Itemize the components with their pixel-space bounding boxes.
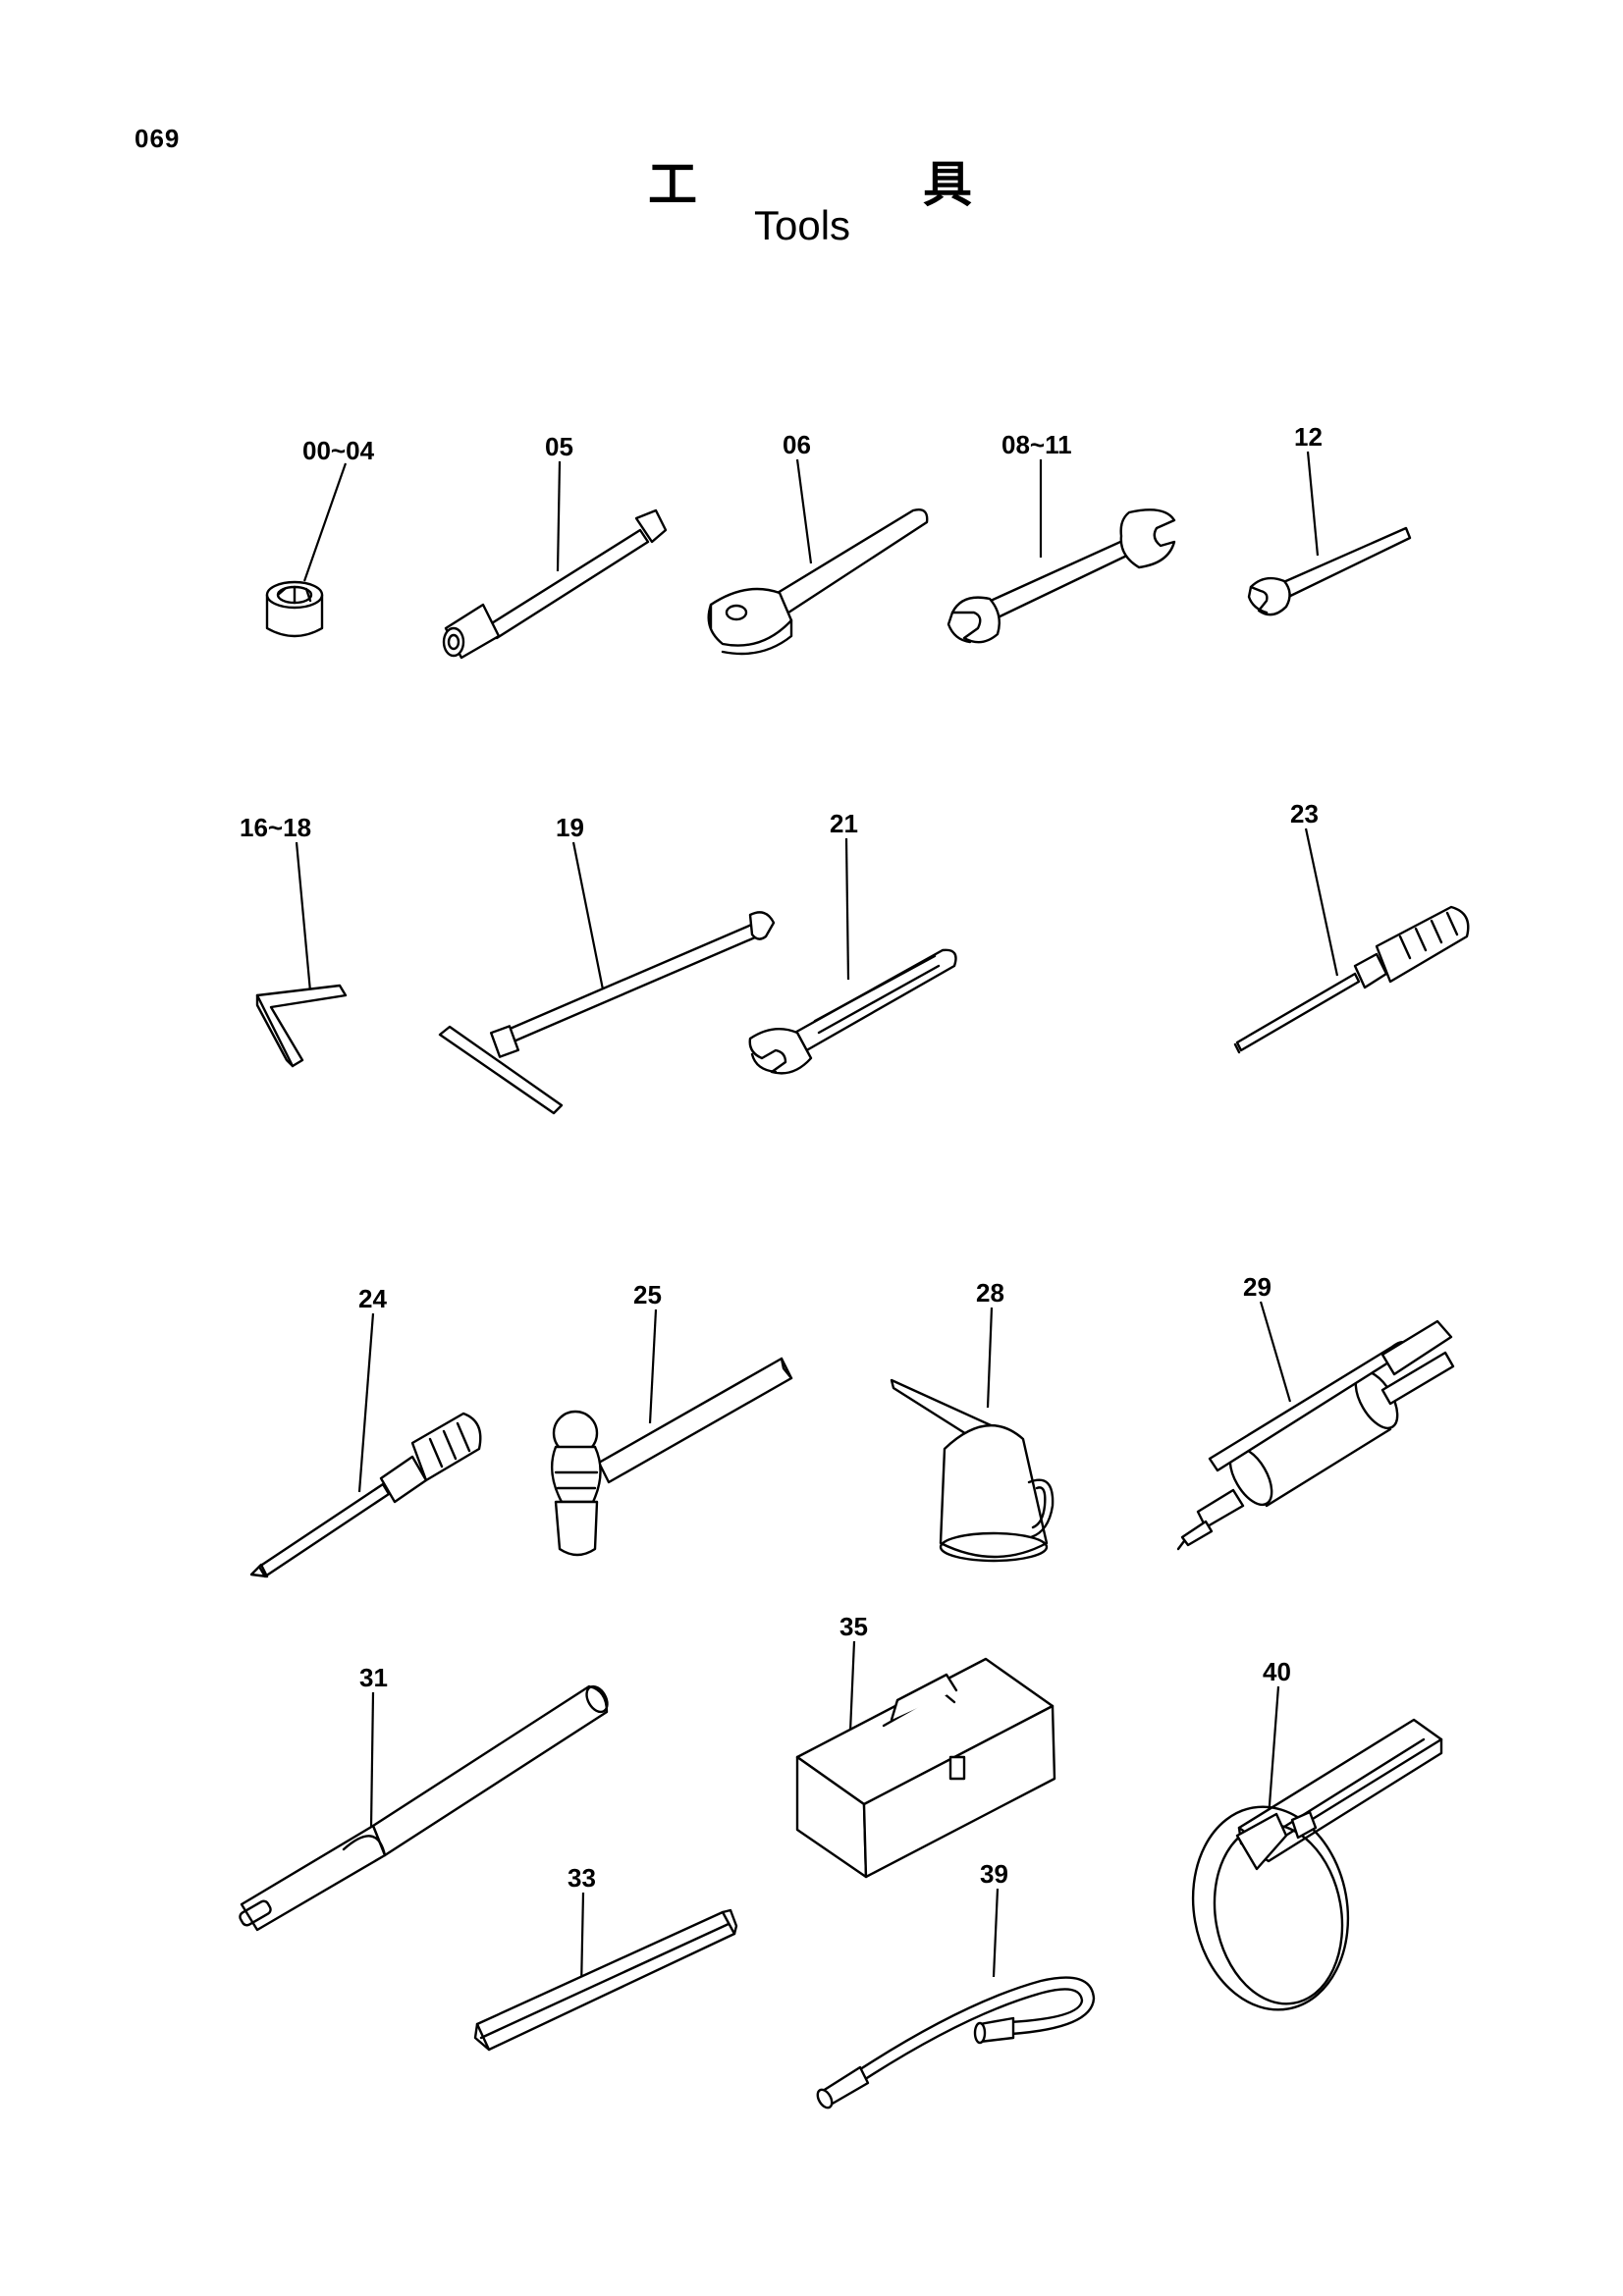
hammer-handle-icon (597, 1357, 793, 1484)
part-label-hammer: 25 (633, 1280, 662, 1309)
part-label-t-handle-wrench: 19 (556, 813, 584, 842)
part-label-grease-gun: 29 (1243, 1272, 1271, 1302)
part-label-double-open-wrench: 08~11 (1001, 430, 1072, 459)
hex-key-icon (255, 984, 348, 1068)
wrench-icon (980, 536, 1137, 622)
part-label-socket-wrench-bar: 05 (545, 432, 573, 461)
part-grease-gun[interactable]: 29 (1176, 1272, 1455, 1551)
page-number: 069 (135, 124, 181, 153)
wrench-icon (766, 508, 929, 616)
part-filter-wrench[interactable]: 40 (1177, 1657, 1443, 2022)
leader-line (986, 1307, 994, 1409)
leader-line (992, 1888, 1000, 1978)
part-label-pipe-bar: 31 (359, 1663, 388, 1692)
wrench-icon (1271, 526, 1412, 603)
part-hammer[interactable]: 25 (550, 1280, 793, 1557)
leader-line (844, 837, 850, 981)
part-hex-key[interactable]: 16~18 (240, 813, 348, 1068)
bar-icon (485, 528, 650, 640)
part-label-adjustable-wrench: 21 (830, 809, 858, 838)
leader-line (579, 1892, 585, 1990)
leader-line (648, 1308, 658, 1424)
part-label-ring-wrench: 06 (783, 430, 811, 459)
leader-line (848, 1640, 856, 1733)
part-pipe-bar[interactable]: 31 (239, 1663, 612, 1932)
part-label-oil-can: 28 (976, 1278, 1004, 1308)
title-japanese-first-char: 工 (648, 156, 697, 213)
part-label-hex-bar: 33 (568, 1863, 596, 1893)
part-tool-box[interactable]: 35 (795, 1612, 1056, 1879)
leader-line (1267, 1685, 1280, 1819)
part-phillips-screwdriver[interactable]: 24 (249, 1284, 482, 1578)
part-socket-wrench-bar[interactable]: 05 (442, 432, 668, 660)
part-label-hex-key: 16~18 (240, 813, 311, 842)
pipe-bar-icon (371, 1684, 609, 1857)
part-adjustable-wrench[interactable]: 21 (748, 809, 957, 1075)
hammer-head-icon (550, 1445, 602, 1504)
part-flat-screwdriver[interactable]: 23 (1233, 799, 1470, 1054)
part-ring-wrench[interactable]: 06 (707, 430, 929, 656)
leader-line (1259, 1301, 1292, 1403)
part-label-phillips-screwdriver: 24 (358, 1284, 387, 1313)
part-oil-can[interactable]: 28 (890, 1278, 1055, 1563)
leader-line (1304, 828, 1339, 977)
title-japanese-second-char: 具 (923, 156, 972, 213)
oil-can-body-icon (939, 1424, 1049, 1559)
part-label-socket: 00~04 (302, 436, 375, 465)
screwdriver-shaft-icon (1235, 972, 1361, 1052)
part-label-filter-wrench: 40 (1263, 1657, 1291, 1686)
part-label-flat-screwdriver: 23 (1290, 799, 1319, 828)
filter-wrench-band-icon (1191, 1805, 1350, 2011)
leader-line (571, 841, 605, 990)
leader-line (795, 458, 813, 564)
title-english: Tools (754, 202, 851, 248)
part-label-open-wrench: 12 (1294, 422, 1323, 452)
leader-line (369, 1691, 375, 1829)
screwdriver-shaft-icon (257, 1482, 391, 1578)
leader-line (1306, 451, 1320, 557)
leader-line (302, 462, 348, 582)
t-handle-icon (499, 921, 764, 1046)
part-grease-hose[interactable]: 39 (815, 1859, 1096, 2110)
part-hex-bar[interactable]: 33 (473, 1863, 738, 2052)
part-double-open-wrench[interactable]: 08~11 (947, 430, 1176, 644)
leader-line (357, 1312, 375, 1493)
leader-line (295, 841, 312, 992)
part-open-wrench[interactable]: 12 (1247, 422, 1412, 616)
part-label-grease-hose: 39 (980, 1859, 1008, 1889)
part-t-handle-wrench[interactable]: 19 (438, 813, 776, 1115)
part-label-tool-box: 35 (839, 1612, 868, 1641)
part-socket[interactable]: 00~04 (265, 436, 375, 638)
leader-line (556, 460, 562, 572)
hose-icon (852, 1976, 1096, 2075)
